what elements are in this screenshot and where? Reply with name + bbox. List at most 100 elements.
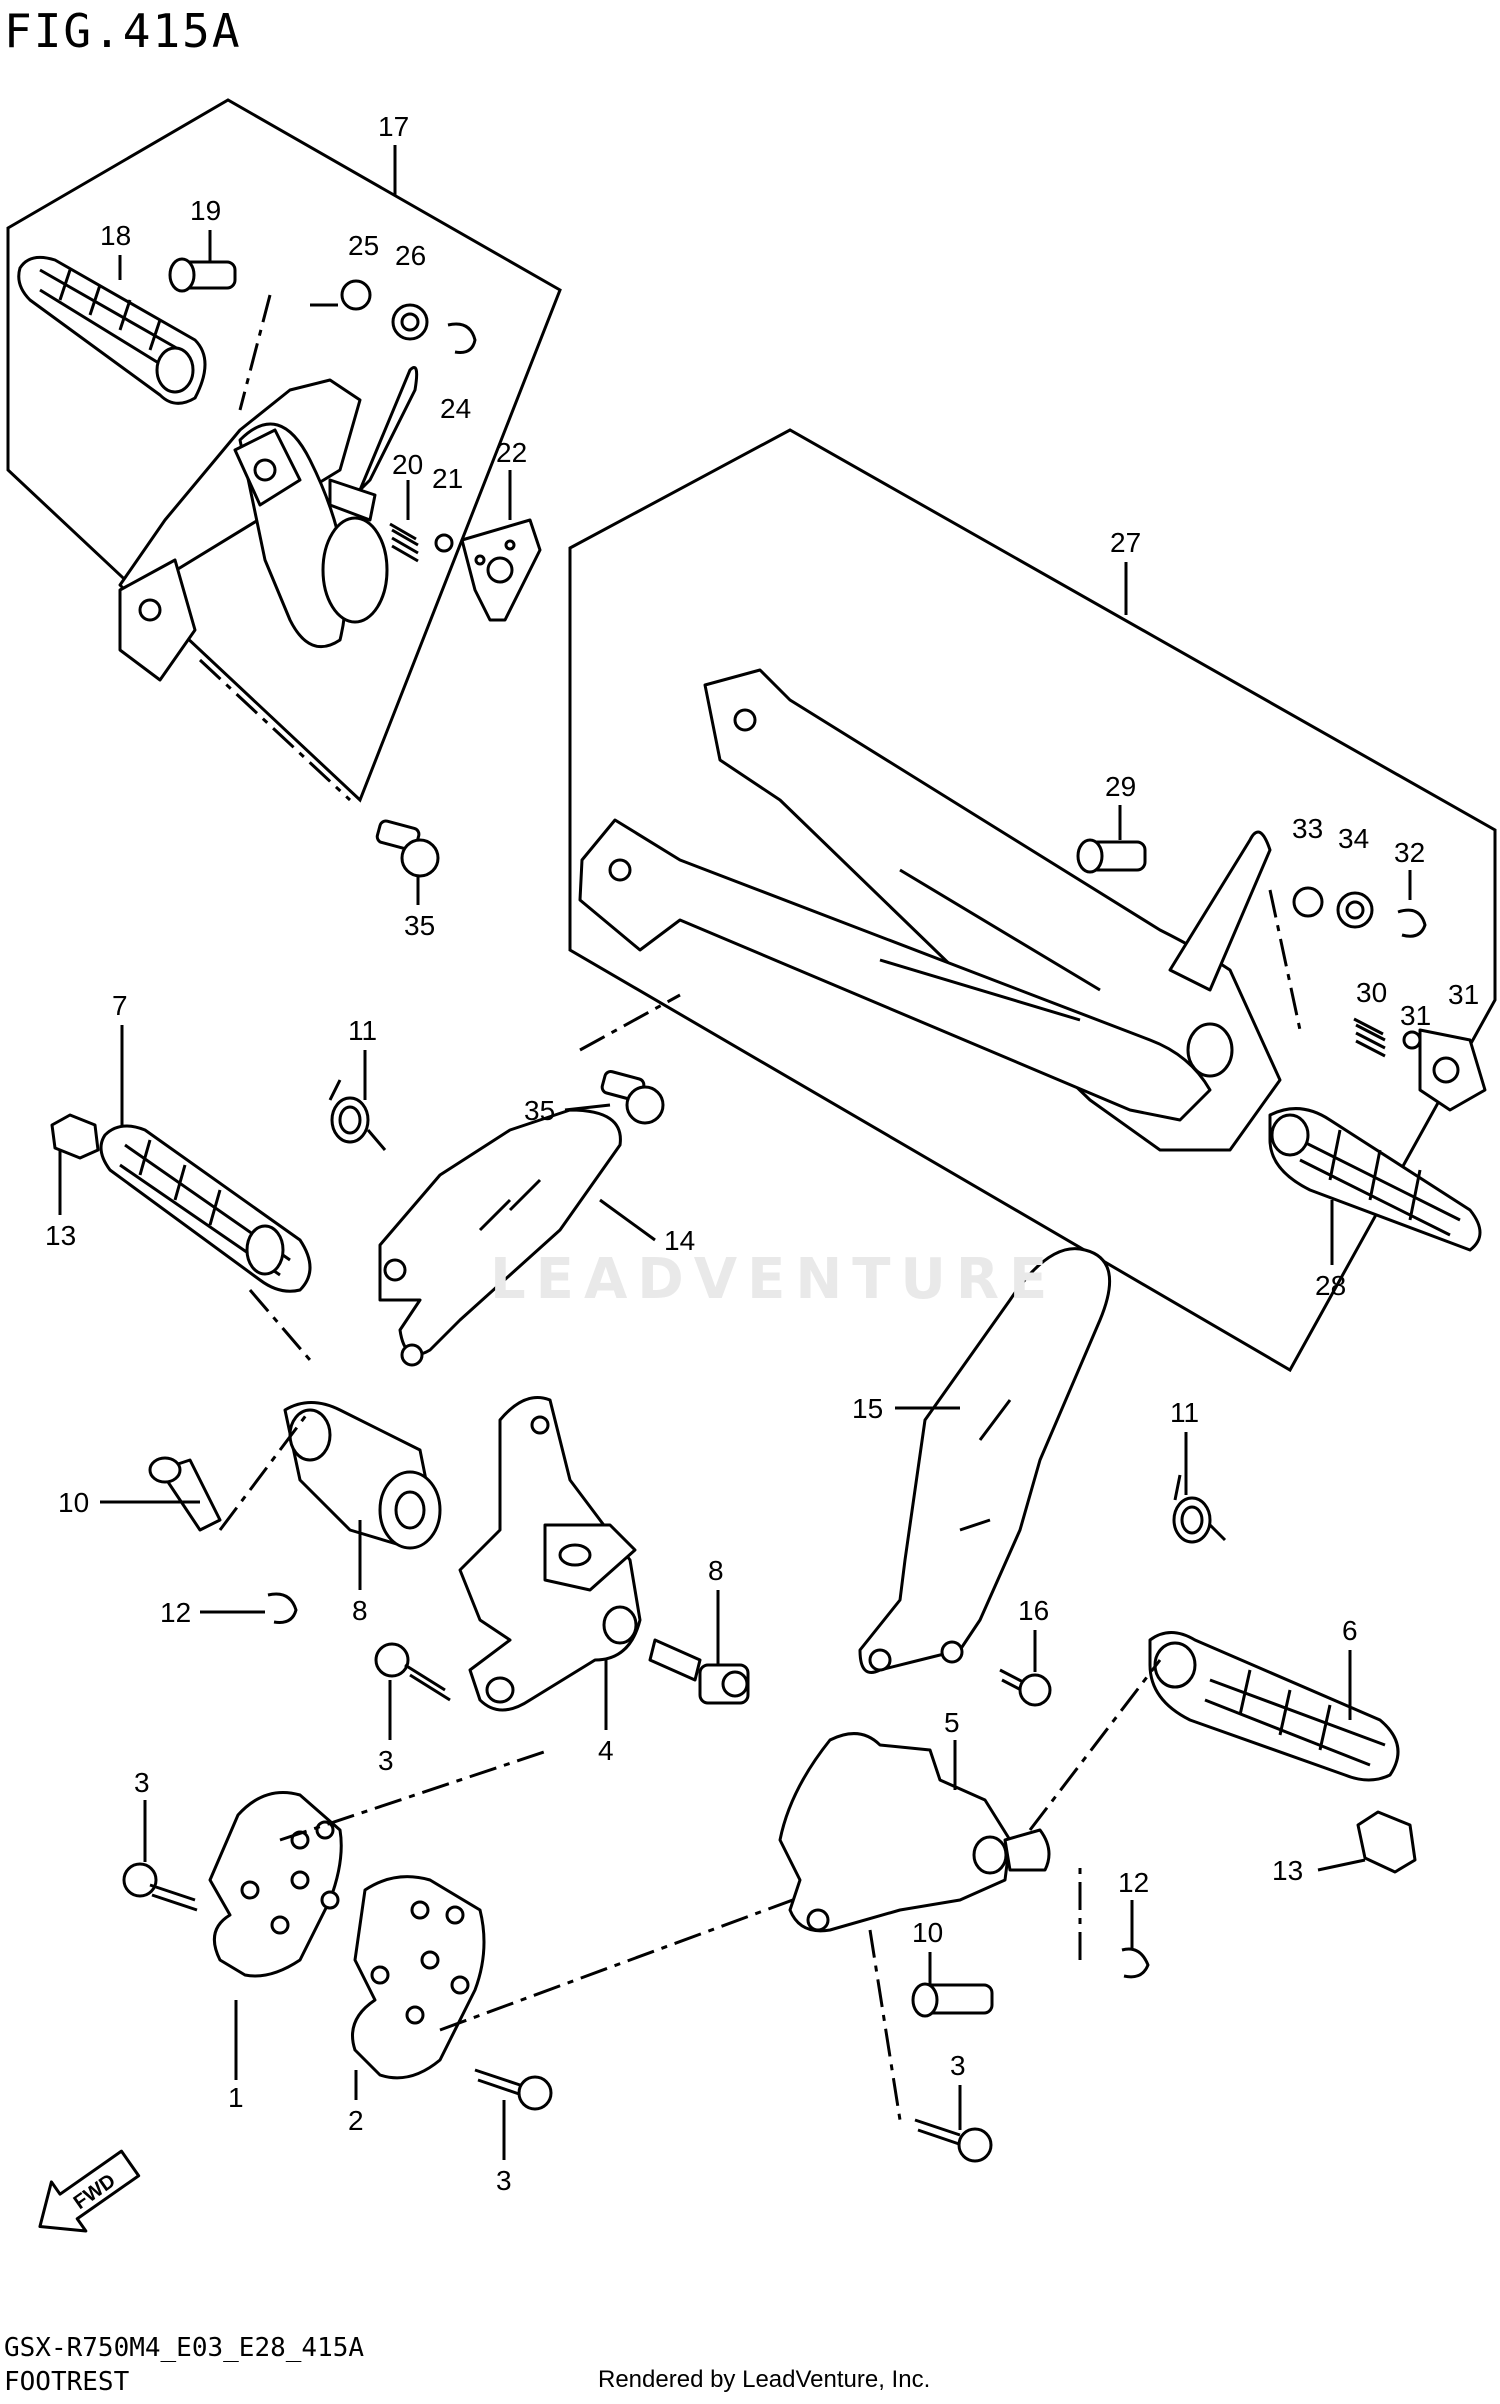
- footrest-18: [17, 255, 207, 405]
- callout-11-left: 11: [348, 1015, 377, 1046]
- callout-16: 16: [1018, 1595, 1049, 1626]
- callout-3-b: 3: [134, 1767, 150, 1798]
- callout-33: 33: [1292, 813, 1323, 844]
- pin-10-left: [148, 1456, 222, 1532]
- washer-34-hole: [1345, 900, 1365, 920]
- e-ring-23: [447, 322, 477, 354]
- plate-1: [208, 1791, 343, 1978]
- watermark: LEADVENTURE: [490, 1247, 1058, 1312]
- washer-24: [340, 279, 372, 311]
- callout-28: 29: [1105, 771, 1136, 802]
- callout-13-right: 13: [1272, 1855, 1303, 1886]
- callout-6: 7: [112, 990, 128, 1021]
- callout-13-left: 13: [45, 1220, 76, 1251]
- callout-30: 31: [1400, 1000, 1431, 1031]
- bolt-3-c: [474, 2068, 553, 2111]
- dash-line-10-8: [218, 1409, 312, 1531]
- callout-14: 14: [664, 1225, 695, 1256]
- pin-28: [1076, 838, 1147, 874]
- callout-25: 26: [395, 240, 426, 271]
- callouts: 17 18 19 25 26 24 20 21 22 35 27 29 33 3…: [45, 111, 1479, 2196]
- spring-20: [389, 522, 419, 563]
- callout-5: 5: [944, 1707, 960, 1738]
- e-ring-12-left: [267, 1592, 298, 1624]
- callout-21: 21: [432, 463, 463, 494]
- washer-25-hole: [400, 312, 420, 332]
- dash-line-1-4: [279, 1748, 551, 1842]
- bracket-14: [378, 1108, 622, 1367]
- group-box-17: [6, 98, 562, 803]
- callout-35-mid: 35: [524, 1095, 555, 1126]
- callout-24: 25: [348, 230, 379, 261]
- callout-32: 32: [1394, 837, 1425, 868]
- callout-34: 34: [1338, 823, 1369, 854]
- pin-19: [168, 257, 237, 293]
- spring-11-right: [1172, 1474, 1227, 1544]
- callout-15: 15: [852, 1393, 883, 1424]
- bracket-15: [858, 1247, 1112, 1674]
- bracket-17: [118, 366, 419, 682]
- callout-11-right: 11: [1170, 1397, 1199, 1428]
- callout-26: 27: [1110, 527, 1141, 558]
- plate-31: [1418, 1028, 1487, 1112]
- footrest-6: [99, 1124, 312, 1293]
- callout-10-right: 10: [912, 1917, 943, 1948]
- callout-27: 28: [1315, 1270, 1346, 1301]
- fwd-arrow-icon: FWD: [38, 2149, 141, 2233]
- callout-2: 2: [348, 2105, 364, 2136]
- ball-21: [434, 533, 454, 553]
- callout-35-top: 35: [404, 910, 435, 941]
- spring-11-left: [328, 1079, 387, 1151]
- e-ring-12-right: [1121, 1947, 1150, 1979]
- callout-19: 19: [190, 195, 221, 226]
- bracket-4: [458, 1396, 642, 1712]
- e-ring-32: [1397, 908, 1427, 938]
- pivot-8: [283, 1401, 442, 1550]
- bolt-35-mid: [600, 1070, 665, 1125]
- callout-12-left: 12: [160, 1597, 191, 1628]
- figure-title: FIG.415A: [4, 4, 242, 58]
- dash-line-35: [198, 658, 352, 802]
- callout-31: 31: [1448, 979, 1479, 1010]
- callout-3-d: 3: [950, 2050, 966, 2081]
- callout-29: 30: [1356, 977, 1387, 1008]
- bolt-35-top: [375, 819, 440, 878]
- pin-10-right: [911, 1982, 994, 2018]
- dash-line-6-8: [248, 1289, 312, 1361]
- callout-9: 8: [708, 1555, 724, 1586]
- callout-8: 8: [352, 1595, 368, 1626]
- plate-22: [460, 518, 542, 622]
- bolt-13-left: [50, 1113, 100, 1160]
- callout-1: 1: [228, 2082, 244, 2113]
- callout-23: 24: [440, 393, 471, 424]
- section-title: FOOTREST: [4, 2367, 130, 2397]
- dash-line-5-3: [868, 1929, 902, 2121]
- callout-22: 22: [496, 437, 527, 468]
- bracket-26: [578, 668, 1282, 1152]
- bolt-13-right: [1356, 1810, 1417, 1874]
- rendered-by: Rendered by LeadVenture, Inc.: [598, 2366, 931, 2393]
- bolt-16: [999, 1668, 1052, 1707]
- callout-20: 20: [392, 449, 423, 480]
- callout-18: 18: [100, 220, 131, 251]
- callout-17: 17: [378, 111, 409, 142]
- callout-7: 6: [1342, 1615, 1358, 1646]
- dash-line-5-7: [1028, 1659, 1162, 1831]
- dash-line-33: [1268, 889, 1302, 1031]
- plate-2: [351, 1875, 486, 2080]
- callout-10-left: 10: [58, 1487, 89, 1518]
- footrest-27: [1268, 1107, 1482, 1252]
- dash-line-2-5: [439, 1888, 821, 2032]
- ball-30: [1402, 1030, 1422, 1050]
- model-code: GSX-R750M4_E03_E28_415A: [4, 2333, 365, 2363]
- bolt-3-a: [374, 1642, 451, 1702]
- callout-12-right: 12: [1118, 1867, 1149, 1898]
- bracket-5: [778, 1732, 1051, 1933]
- callout-3-c: 3: [496, 2165, 512, 2196]
- footrest-7: [1148, 1631, 1400, 1782]
- bolt-3-d: [914, 2118, 993, 2163]
- group-box-26: [568, 428, 1497, 1373]
- callout-3-a: 3: [378, 1745, 394, 1776]
